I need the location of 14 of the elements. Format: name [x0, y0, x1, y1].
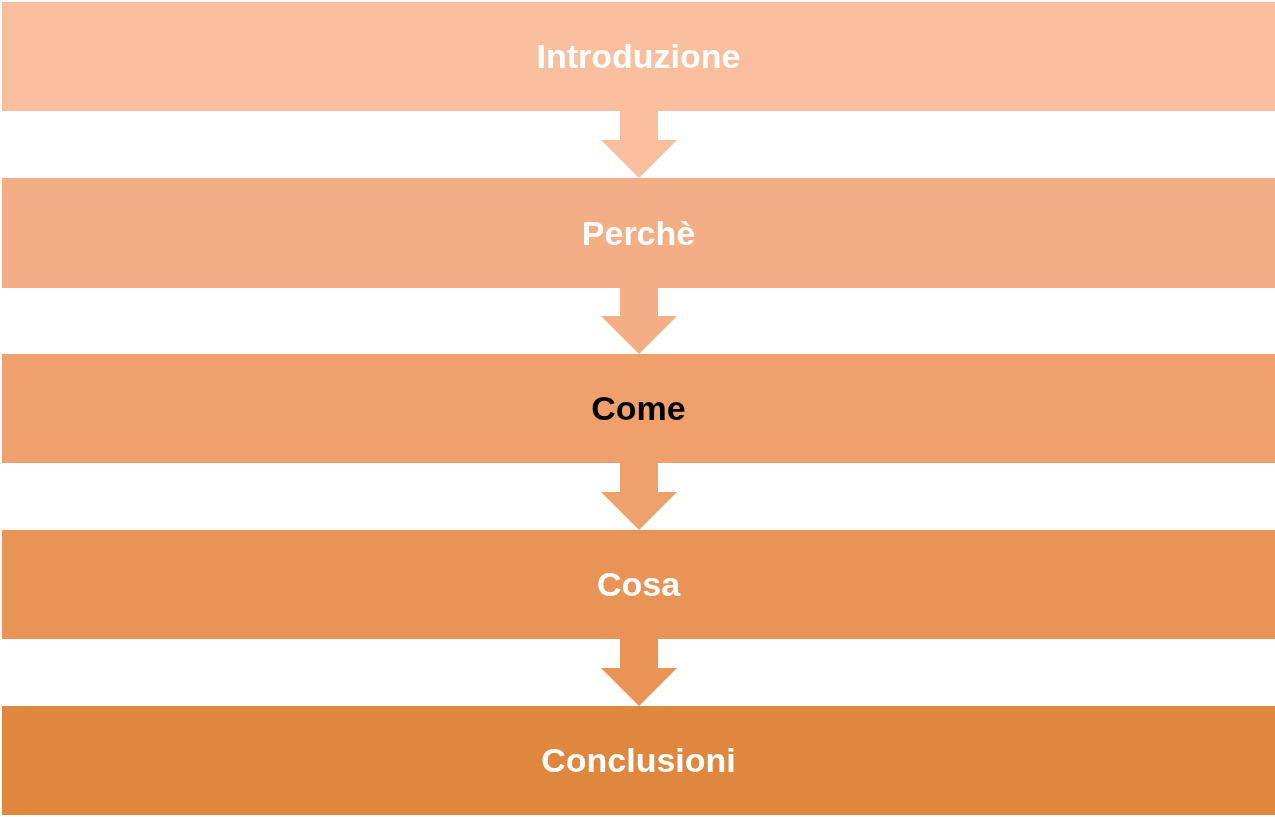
step-label: Cosa [596, 565, 681, 604]
block-arrow [601, 288, 677, 354]
process-bar [2, 706, 1275, 815]
step-label: Conclusioni [541, 741, 736, 780]
block-arrow [601, 639, 677, 706]
process-bar [2, 354, 1275, 463]
step-label: Come [591, 389, 686, 428]
process-bar [2, 2, 1275, 111]
step-label: Introduzione [536, 37, 741, 76]
block-arrow [601, 463, 677, 530]
step-label: Perchè [581, 213, 696, 253]
process-bar [2, 178, 1275, 288]
process-bar [2, 530, 1275, 639]
block-arrow [601, 111, 677, 178]
